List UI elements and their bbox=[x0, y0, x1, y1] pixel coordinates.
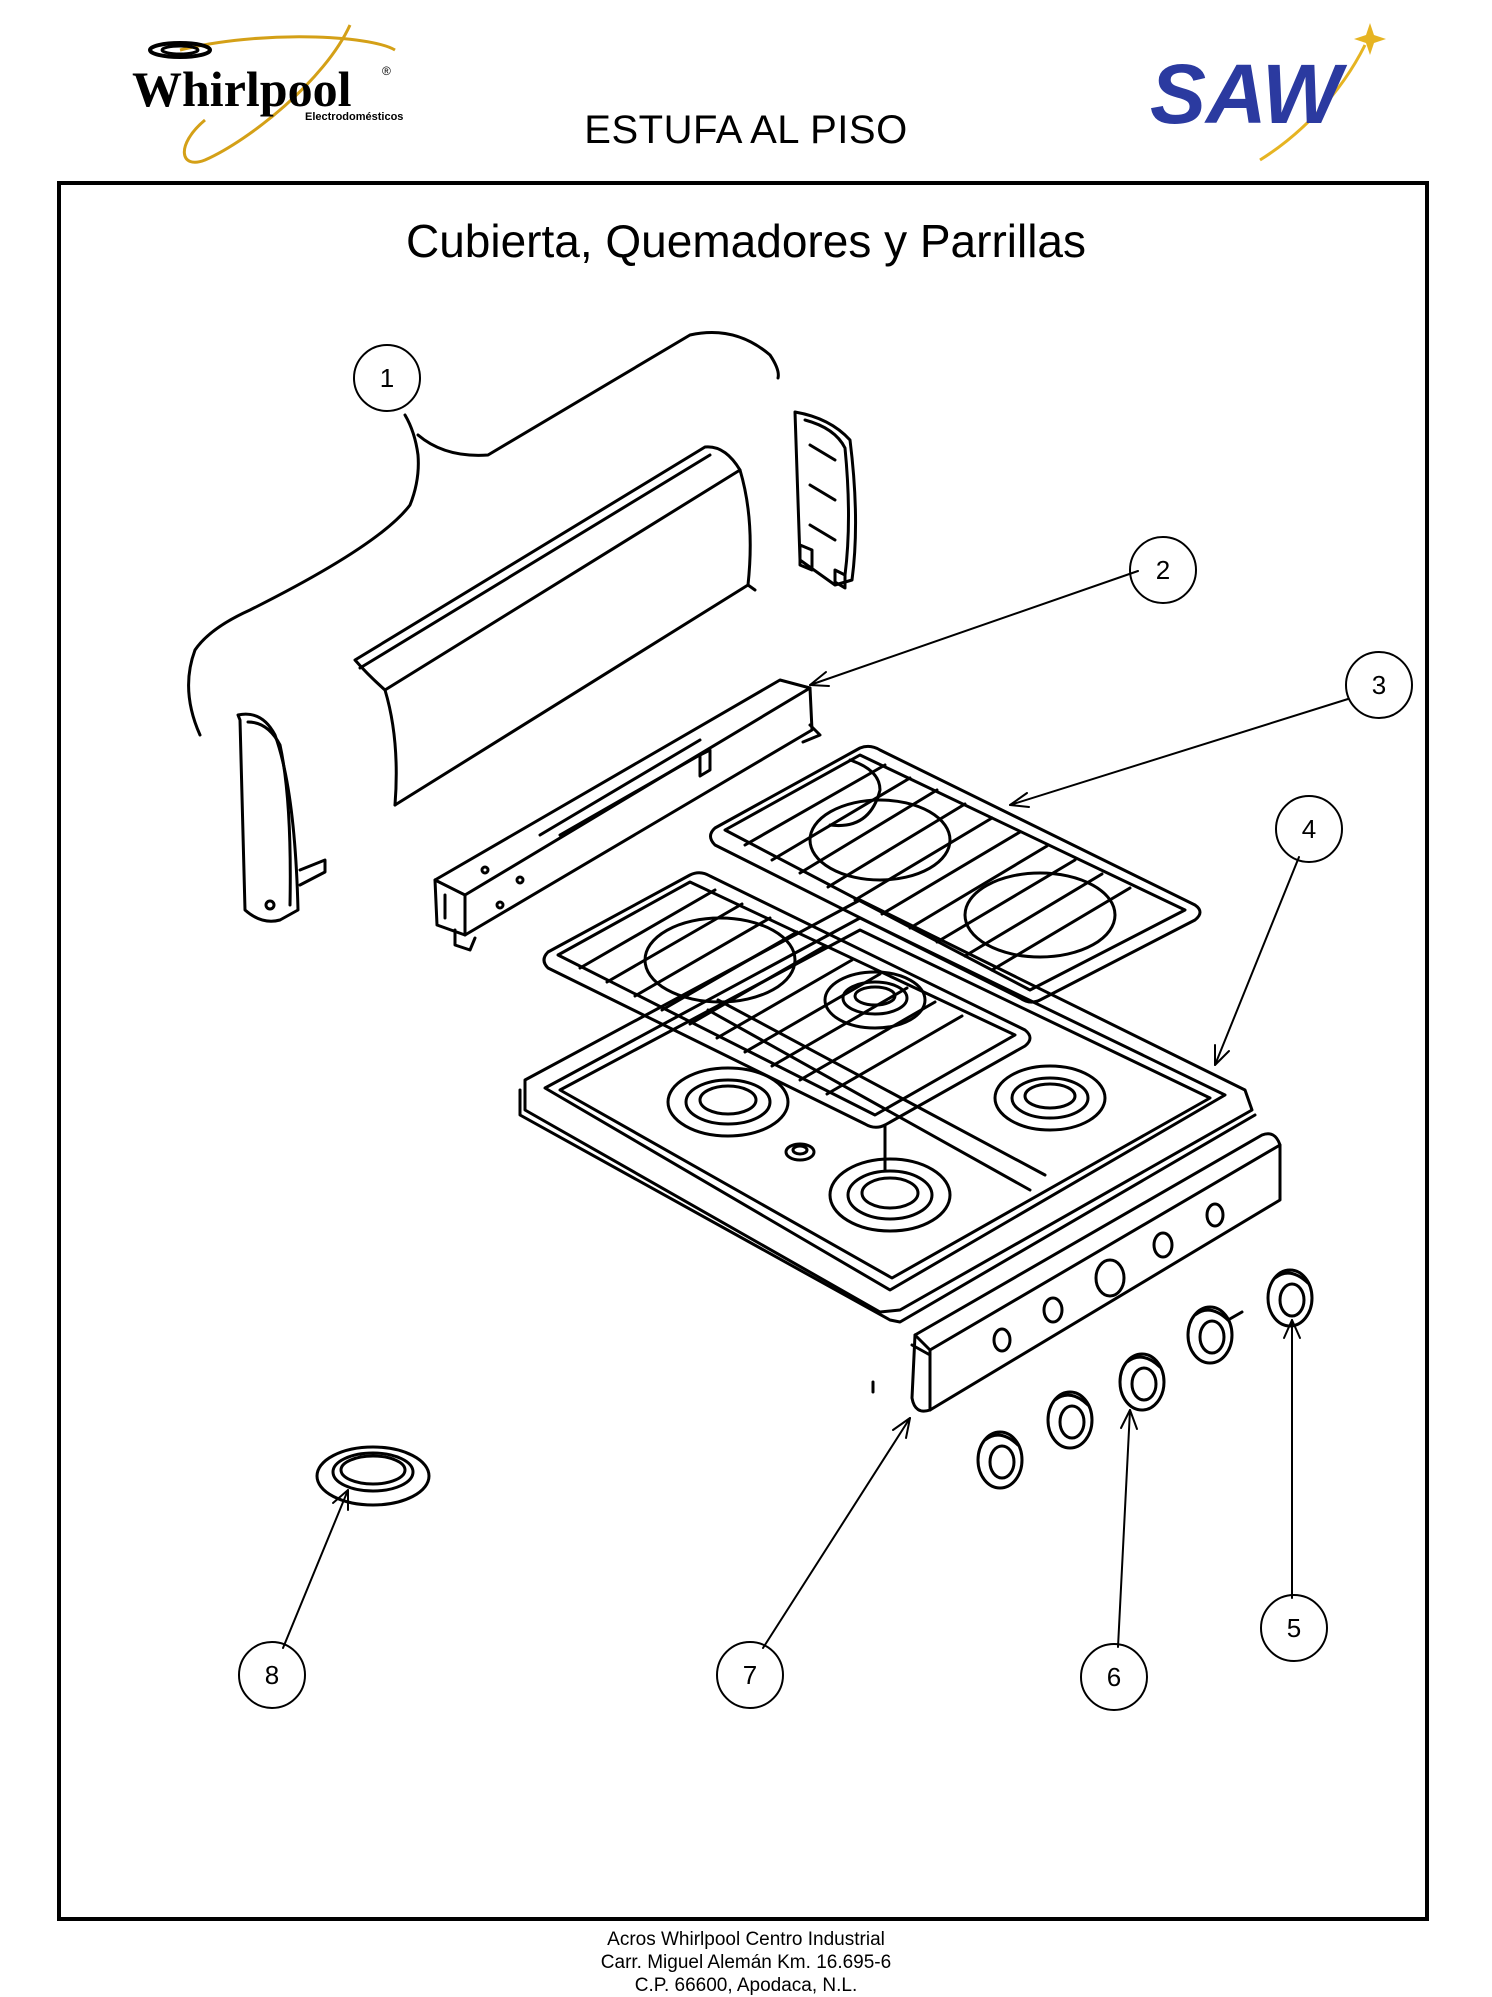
whirlpool-wordmark: Whirlpool bbox=[132, 61, 352, 117]
saw-wordmark: SAW bbox=[1150, 47, 1348, 141]
svg-text:7: 7 bbox=[743, 1660, 757, 1690]
svg-text:4: 4 bbox=[1302, 814, 1316, 844]
leader-callout-1 bbox=[187, 413, 420, 737]
rear-bracket bbox=[433, 678, 822, 952]
exploded-parts-diagram: 1 2 3 4 5 6 7 8 bbox=[187, 331, 1413, 1711]
callout-5: 5 bbox=[1260, 1594, 1328, 1662]
svg-text:®: ® bbox=[382, 64, 391, 78]
diagram-title: Cubierta, Quemadores y Parrillas bbox=[405, 215, 1087, 267]
callout-3: 3 bbox=[1345, 651, 1413, 719]
callout-6: 6 bbox=[1080, 1643, 1148, 1711]
grate-rear bbox=[709, 744, 1202, 1004]
footer-line: C.P. 66600, Apodaca, N.L. bbox=[634, 1975, 858, 1996]
callout-1: 1 bbox=[353, 344, 421, 412]
knob-1 bbox=[976, 1430, 1024, 1490]
burner-cap bbox=[315, 1445, 431, 1507]
callout-7: 7 bbox=[716, 1641, 784, 1709]
leader-arrows bbox=[282, 570, 1349, 1649]
footer-line: Carr. Miguel Alemán Km. 16.695-6 bbox=[600, 1952, 892, 1973]
callout-2: 2 bbox=[1129, 536, 1197, 604]
svg-text:3: 3 bbox=[1372, 670, 1386, 700]
callout-4: 4 bbox=[1275, 795, 1343, 863]
control-knobs bbox=[976, 1268, 1314, 1490]
saw-logo: SAW bbox=[1150, 23, 1386, 162]
knob-5 bbox=[1266, 1268, 1314, 1328]
leader-callout-1-branch bbox=[416, 331, 780, 457]
grate-front bbox=[542, 871, 1032, 1172]
footer-address: Acros Whirlpool Centro Industrial Carr. … bbox=[0, 1928, 1492, 1997]
page-title: ESTUFA AL PISO bbox=[584, 108, 908, 152]
backguard-panel bbox=[353, 445, 757, 807]
knob-3 bbox=[1118, 1352, 1166, 1412]
svg-text:5: 5 bbox=[1287, 1613, 1301, 1643]
whirlpool-logo: Whirlpool ® Electrodomésticos bbox=[132, 24, 403, 164]
knob-2 bbox=[1046, 1390, 1094, 1450]
knob-4 bbox=[1186, 1305, 1244, 1365]
svg-text:8: 8 bbox=[265, 1660, 279, 1690]
svg-text:6: 6 bbox=[1107, 1662, 1121, 1692]
svg-text:1: 1 bbox=[380, 363, 394, 393]
footer-line: Acros Whirlpool Centro Industrial bbox=[607, 1929, 885, 1950]
svg-text:2: 2 bbox=[1156, 555, 1170, 585]
whirlpool-subtext: Electrodomésticos bbox=[305, 111, 403, 123]
backguard-end-cap-left bbox=[236, 712, 327, 923]
callout-8: 8 bbox=[238, 1641, 306, 1709]
diagram-frame bbox=[57, 181, 1429, 1921]
control-panel bbox=[871, 1132, 1282, 1413]
backguard-end-cap-right bbox=[793, 410, 858, 590]
